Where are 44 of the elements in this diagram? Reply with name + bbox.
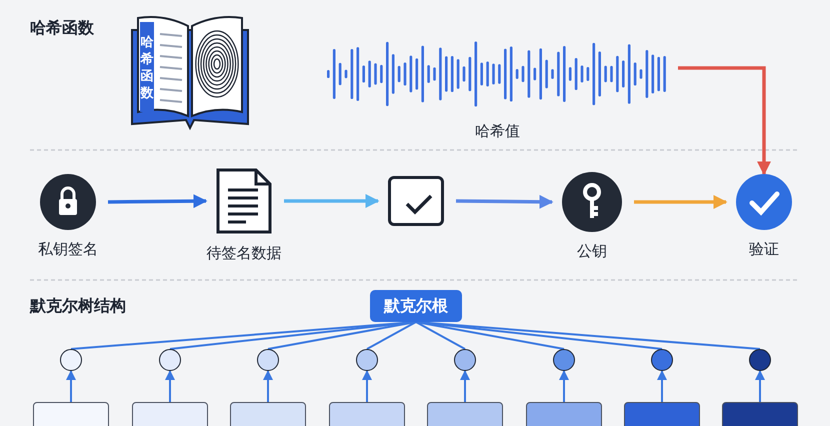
arrow bbox=[634, 195, 728, 209]
root-box: 默克尔根 bbox=[370, 290, 462, 322]
connector-line bbox=[268, 321, 416, 350]
connector-line bbox=[366, 321, 416, 350]
arrow bbox=[263, 370, 273, 402]
node-caption: 验证 bbox=[749, 240, 779, 259]
hash-circle bbox=[553, 349, 575, 371]
arrow bbox=[657, 370, 667, 402]
arrow bbox=[284, 194, 380, 208]
hash-circle bbox=[454, 349, 476, 371]
arrow bbox=[456, 194, 554, 209]
arrow bbox=[678, 66, 771, 176]
section-heading: 默克尔树结构 bbox=[30, 296, 126, 317]
arrow bbox=[108, 194, 208, 208]
hash-circle bbox=[257, 349, 279, 371]
spine-label: 哈希函数 bbox=[140, 34, 154, 102]
checkbox-icon bbox=[388, 176, 444, 226]
hash-circle bbox=[159, 349, 181, 371]
arrow bbox=[755, 370, 765, 402]
arrow bbox=[66, 370, 76, 402]
arrow bbox=[165, 370, 175, 402]
data-block bbox=[722, 402, 798, 426]
hash-circle bbox=[651, 349, 673, 371]
connector-line bbox=[416, 321, 564, 350]
data-block bbox=[230, 402, 306, 426]
data-block bbox=[329, 402, 405, 426]
node-caption: 私钥签名 bbox=[38, 240, 98, 259]
hash-circle bbox=[749, 349, 771, 371]
arrow bbox=[362, 370, 372, 402]
arrow bbox=[460, 370, 470, 402]
arrow bbox=[559, 370, 569, 402]
node-caption: 公钥 bbox=[577, 242, 607, 261]
data-block bbox=[624, 402, 700, 426]
node-caption: 待签名数据 bbox=[206, 244, 282, 263]
document-icon bbox=[216, 168, 272, 234]
data-block bbox=[526, 402, 602, 426]
hash-circle bbox=[356, 349, 378, 371]
hash-circle bbox=[60, 349, 82, 371]
node-caption: 哈希值 bbox=[475, 122, 520, 141]
data-block bbox=[427, 402, 503, 426]
connector-line bbox=[416, 321, 466, 350]
data-block bbox=[33, 402, 109, 426]
data-block bbox=[132, 402, 208, 426]
section-heading: 哈希函数 bbox=[30, 18, 94, 39]
